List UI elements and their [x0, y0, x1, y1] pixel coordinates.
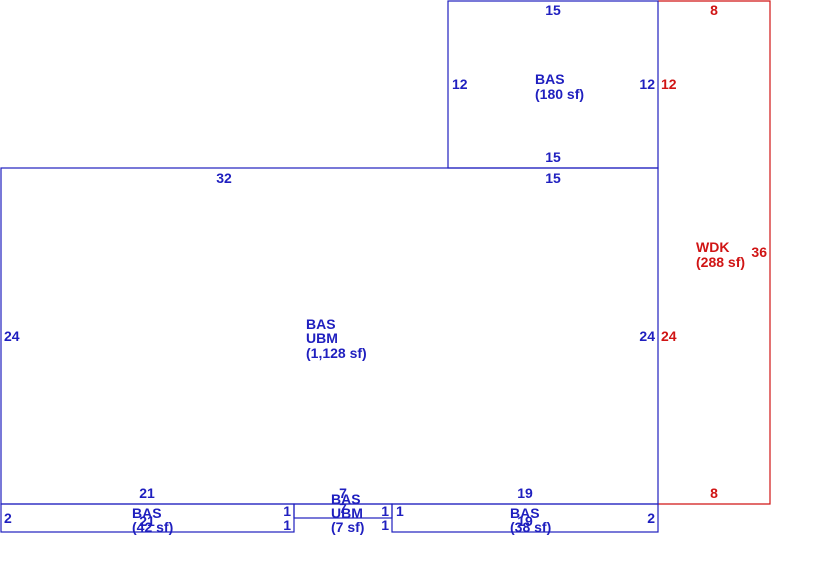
- dim-strip-right-under: 19: [517, 513, 533, 529]
- dim-wdk-top: 8: [710, 2, 718, 18]
- dim-strip-mid-left: 1: [381, 503, 389, 519]
- dim-strip-left-under: 21: [139, 513, 155, 529]
- mid-strip-code-2: UBM: [331, 505, 363, 521]
- wdk-code: WDK: [696, 239, 729, 255]
- bottom-strips: [0, 503, 659, 533]
- dim-wdk-right-lower: 24: [661, 328, 677, 344]
- wdk-area-label: (288 sf): [696, 254, 745, 270]
- dim-main-right: 24: [639, 328, 655, 344]
- left-strip-area-label: (42 sf): [132, 519, 173, 535]
- dim-strip-mid-top: 7: [339, 485, 347, 501]
- upper-bas-code: BAS: [535, 71, 565, 87]
- dim-wdk-side: 36: [751, 244, 767, 260]
- dim-strip-mid-right: 1: [381, 517, 389, 533]
- upper-bas-area-label: (180 sf): [535, 86, 584, 102]
- dim-strip-left-top: 21: [139, 485, 155, 501]
- dim-wdk-bottom: 8: [710, 485, 718, 501]
- dim-strip-left-right-a: 1: [283, 503, 291, 519]
- dim-main-top-left: 32: [216, 170, 232, 186]
- dim-main-left: 24: [4, 328, 20, 344]
- right-strip-code: BAS: [510, 505, 540, 521]
- main-code-2: UBM: [306, 330, 338, 346]
- dim-upper-bottom: 15: [545, 149, 561, 165]
- dim-main-top-right: 15: [545, 170, 561, 186]
- dim-upper-top: 15: [545, 2, 561, 18]
- wdk-outline: [658, 0, 771, 505]
- dim-upper-right: 12: [639, 76, 655, 92]
- dim-upper-left: 12: [452, 76, 468, 92]
- right-strip-area-label: (38 sf): [510, 519, 551, 535]
- dim-strip-mid-bottom: 7: [339, 500, 347, 516]
- mid-strip-area-label: (7 sf): [331, 519, 364, 535]
- main-area-label: (1,128 sf): [306, 345, 367, 361]
- wdk-area: [658, 0, 771, 505]
- dim-wdk-right-upper: 12: [661, 76, 677, 92]
- dim-strip-right-left: 1: [396, 503, 404, 519]
- dim-strip-left-side: 2: [4, 510, 12, 526]
- mid-strip-code-1: BAS: [331, 491, 361, 507]
- dim-strip-right-top: 19: [517, 485, 533, 501]
- right-strip-outline: [391, 503, 659, 533]
- dim-strip-left-right-b: 1: [283, 517, 291, 533]
- left-strip-code: BAS: [132, 505, 162, 521]
- dim-strip-right-side: 2: [647, 510, 655, 526]
- main-code-1: BAS: [306, 316, 336, 332]
